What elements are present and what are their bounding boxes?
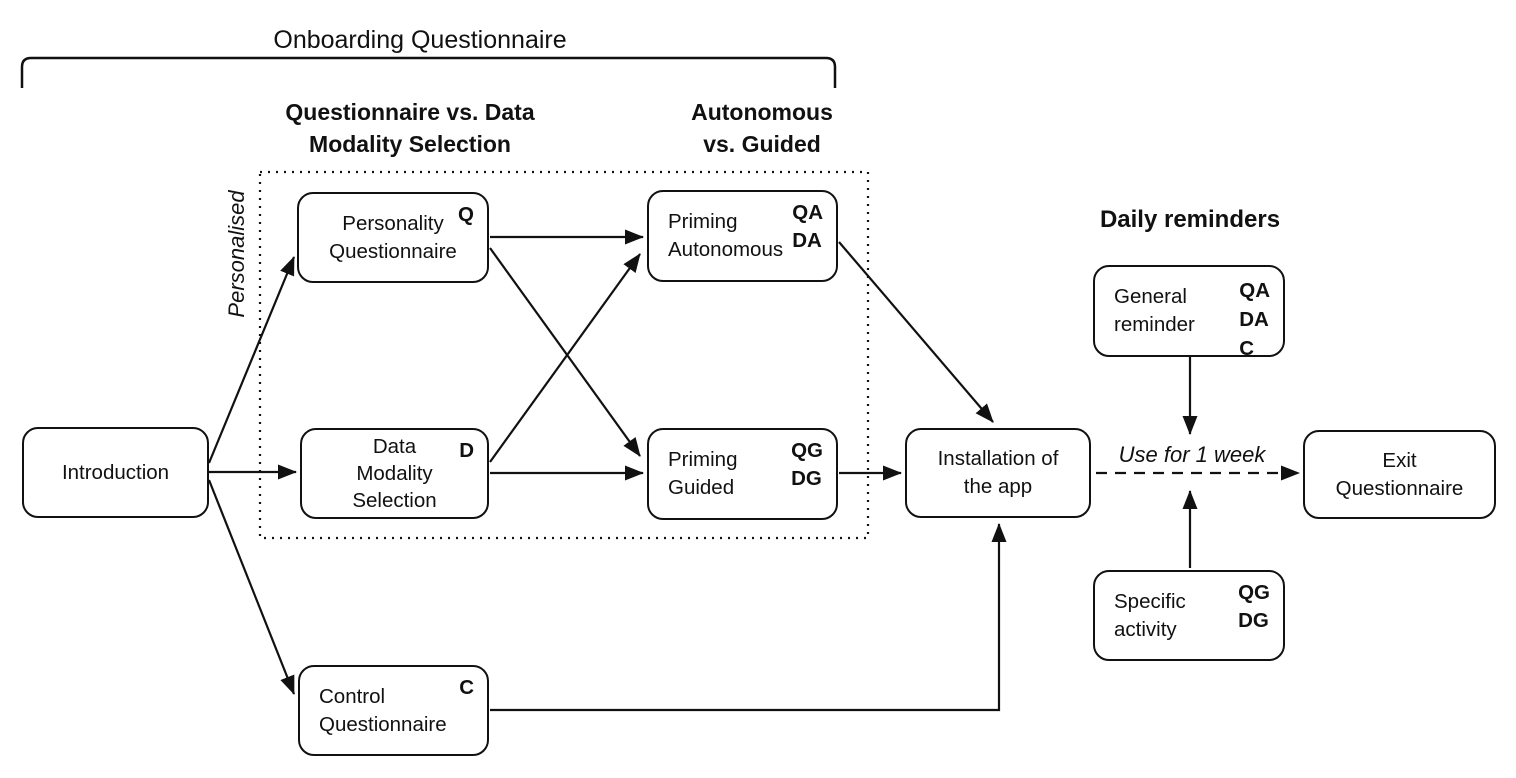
arrow-introduction-to-personality [207, 256, 296, 464]
arrow-introduction-to-control [207, 479, 296, 695]
node-priming-autonomous-label: Priming Autonomous [668, 210, 784, 261]
node-personality-questionnaire-tags: Q [458, 203, 474, 226]
node-data-modality-selection-label: Data Modality Selection [352, 435, 437, 512]
personalised-label: Personalised [224, 190, 249, 318]
daily-reminders-title: Daily reminders [1099, 206, 1281, 233]
node-priming-guided: Priming Guided QG DG [647, 428, 838, 520]
onboarding-bracket-shape [20, 56, 837, 88]
node-exit-questionnaire-label: Exit Questionnaire [1335, 448, 1464, 500]
node-specific-activity: Specific activity QG DG [1093, 570, 1285, 661]
node-general-reminder-label: General reminder [1114, 285, 1195, 336]
node-introduction: Introduction [22, 427, 209, 518]
connectors [207, 229, 1300, 712]
header-line: Autonomous [691, 99, 833, 125]
arrow-personality-to-priming-guided [489, 247, 641, 457]
node-general-reminder-tags: QA DA C [1239, 279, 1270, 360]
node-data-modality-selection: Data Modality Selection D [300, 428, 489, 519]
arrow-data-modality-to-priming-autonomous [489, 253, 641, 463]
node-personality-questionnaire: Personality Questionnaire Q [297, 192, 489, 283]
node-data-modality-selection-tags: D [459, 439, 474, 462]
arrow-priming-autonomous-to-installation [838, 241, 994, 423]
node-control-questionnaire-tags: C [459, 676, 474, 699]
node-specific-activity-label: Specific activity [1114, 589, 1186, 641]
onboarding-title: Onboarding Questionnaire [273, 26, 567, 54]
node-priming-autonomous: Priming Autonomous QA DA [647, 190, 838, 282]
personalised-dotted-outline [258, 170, 870, 540]
arrow-control-to-installation [490, 523, 1007, 712]
header-questionnaire-vs-data: Questionnaire vs. Data Modality Selectio… [260, 96, 560, 160]
node-control-questionnaire-label: Control Questionnaire [319, 684, 447, 736]
header-line: vs. Guided [703, 131, 821, 157]
node-priming-autonomous-tags: QA DA [792, 201, 823, 252]
use-for-1-week-label: Use for 1 week [1118, 442, 1266, 467]
node-control-questionnaire: Control Questionnaire C [298, 665, 489, 756]
node-introduction-label: Introduction [61, 460, 170, 484]
header-line: Questionnaire vs. Data [285, 99, 535, 125]
node-personality-questionnaire-label: Personality Questionnaire [329, 211, 457, 263]
node-specific-activity-tags: QG DG [1238, 581, 1270, 632]
node-priming-guided-label: Priming Guided [668, 448, 738, 499]
node-exit-questionnaire: Exit Questionnaire [1303, 430, 1496, 519]
node-priming-guided-tags: QG DG [791, 439, 823, 490]
node-general-reminder: General reminder QA DA C [1093, 265, 1285, 360]
node-installation-label: Installation of the app [937, 447, 1059, 498]
header-autonomous-vs-guided: Autonomous vs. Guided [652, 96, 872, 160]
node-installation: Installation of the app [905, 428, 1091, 518]
header-line: Modality Selection [309, 131, 511, 157]
